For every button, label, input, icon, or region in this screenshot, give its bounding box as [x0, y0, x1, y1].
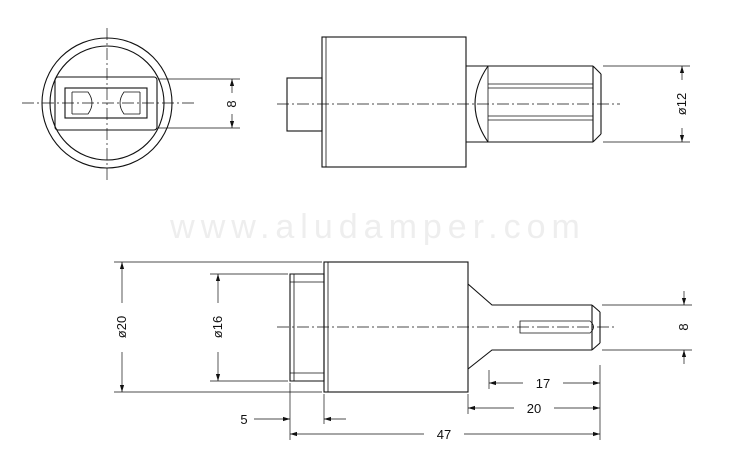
dim-length-17: 17	[489, 376, 600, 391]
dim-label-5: 5	[240, 412, 247, 427]
dim-side-diameter: ø12	[603, 65, 690, 143]
dim-label-front-8: 8	[224, 100, 239, 107]
dim-label-right-8: 8	[676, 323, 691, 330]
front-view	[22, 28, 195, 180]
dim-label-17: 17	[536, 376, 550, 391]
dim-inner-diameter: ø16	[210, 273, 288, 382]
dim-right-width: 8	[602, 291, 692, 364]
dim-label-inner-diameter: ø16	[210, 316, 225, 338]
side-view-bottom	[277, 261, 615, 393]
dim-label-side-diameter: ø12	[674, 93, 689, 115]
dim-label-outer-diameter: ø20	[114, 316, 129, 338]
dim-length-20: 20	[468, 401, 600, 416]
dim-label-47: 47	[437, 427, 451, 442]
watermark: www.aludamper.com	[169, 208, 586, 246]
dim-front-width: 8	[158, 78, 240, 129]
dim-gap-5: 5	[240, 412, 346, 427]
dim-label-20: 20	[527, 401, 541, 416]
dim-length-47: 47	[290, 427, 600, 442]
side-view-top	[277, 36, 620, 168]
dim-outer-diameter: ø20	[114, 261, 322, 393]
